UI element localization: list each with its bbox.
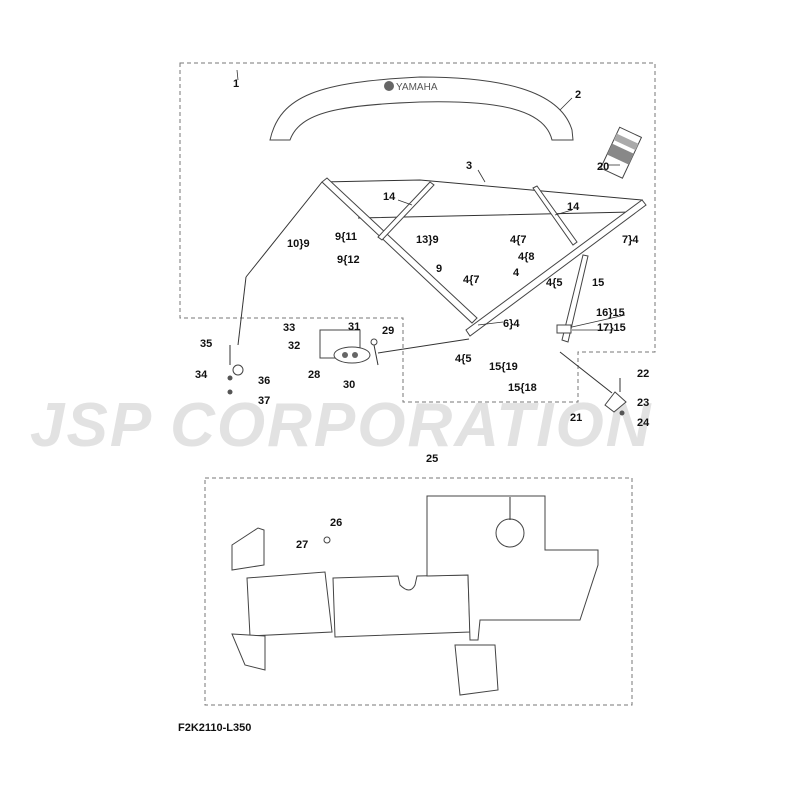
callout-26[interactable]: 26 — [330, 517, 342, 529]
bimini-kit-group-box — [179, 62, 656, 403]
label-sticker-part[interactable] — [600, 126, 643, 179]
callout-9-11[interactable]: 9{11 — [335, 231, 357, 243]
deck-mount-part[interactable] — [227, 345, 244, 395]
callout-15-19[interactable]: 15{19 — [489, 361, 518, 373]
callout-23[interactable]: 23 — [637, 397, 649, 409]
callout-34[interactable]: 34 — [195, 369, 208, 381]
callout-labels: 1 2 20 3 14 14 10}9 9{11 13}9 9{12 9 4{7… — [195, 78, 650, 551]
callout-4-7[interactable]: 4{7 — [510, 234, 527, 246]
callout-3[interactable]: 3 — [466, 160, 472, 172]
leader-lines — [236, 69, 626, 331]
callout-4-5[interactable]: 4{5 — [455, 353, 472, 365]
deck-mat-set-part[interactable] — [231, 495, 599, 696]
callout-33[interactable]: 33 — [283, 322, 295, 334]
yamaha-logo-icon — [384, 81, 394, 91]
callout-32[interactable]: 32 — [288, 340, 300, 352]
callout-2[interactable]: 2 — [575, 89, 581, 101]
hinge-bracket-part[interactable] — [319, 329, 379, 366]
callout-29[interactable]: 29 — [382, 325, 394, 337]
callout-16-15[interactable]: 16}15 — [596, 307, 625, 319]
callout-15-18[interactable]: 15{18 — [508, 382, 537, 394]
callout-9-12[interactable]: 9{12 — [337, 254, 360, 266]
callout-1[interactable]: 1 — [233, 78, 239, 90]
callout-36[interactable]: 36 — [258, 375, 270, 387]
callout-30[interactable]: 30 — [343, 379, 355, 391]
callout-31[interactable]: 31 — [348, 321, 360, 333]
storage-boot-part[interactable] — [269, 76, 574, 141]
rear-mount-part[interactable] — [604, 378, 627, 416]
callout-21[interactable]: 21 — [570, 412, 582, 424]
callout-6-4[interactable]: 6}4 — [503, 318, 520, 330]
callout-24[interactable]: 24 — [637, 417, 650, 429]
callout-13-9[interactable]: 13}9 — [416, 234, 439, 246]
callout-10-9[interactable]: 10}9 — [287, 238, 310, 250]
callout-4-8[interactable]: 4{8 — [518, 251, 535, 263]
mat-kit-group-box — [204, 477, 633, 706]
callout-20[interactable]: 20 — [597, 161, 609, 173]
callout-17-15[interactable]: 17}15 — [597, 322, 626, 334]
callout-9[interactable]: 9 — [436, 263, 442, 275]
callout-14[interactable]: 14 — [567, 201, 580, 213]
callout-4[interactable]: 4 — [513, 267, 520, 279]
callout-35[interactable]: 35 — [200, 338, 212, 350]
diagram-code: F2K2110-L350 — [178, 722, 251, 734]
callout-14[interactable]: 14 — [383, 191, 396, 203]
callout-15[interactable]: 15 — [592, 277, 604, 289]
callout-37[interactable]: 37 — [258, 395, 270, 407]
callout-28[interactable]: 28 — [308, 369, 320, 381]
yamaha-logo-text: YAMAHA — [396, 82, 438, 93]
watermark: JSP CORPORATION — [30, 391, 653, 460]
callout-4-5[interactable]: 4{5 — [546, 277, 563, 289]
callout-22[interactable]: 22 — [637, 368, 649, 380]
bimini-frame-part[interactable] — [237, 177, 647, 394]
callout-25[interactable]: 25 — [426, 453, 438, 465]
callout-27[interactable]: 27 — [296, 539, 308, 551]
callout-4-7[interactable]: 4{7 — [463, 274, 480, 286]
callout-7-4[interactable]: 7}4 — [622, 234, 639, 246]
